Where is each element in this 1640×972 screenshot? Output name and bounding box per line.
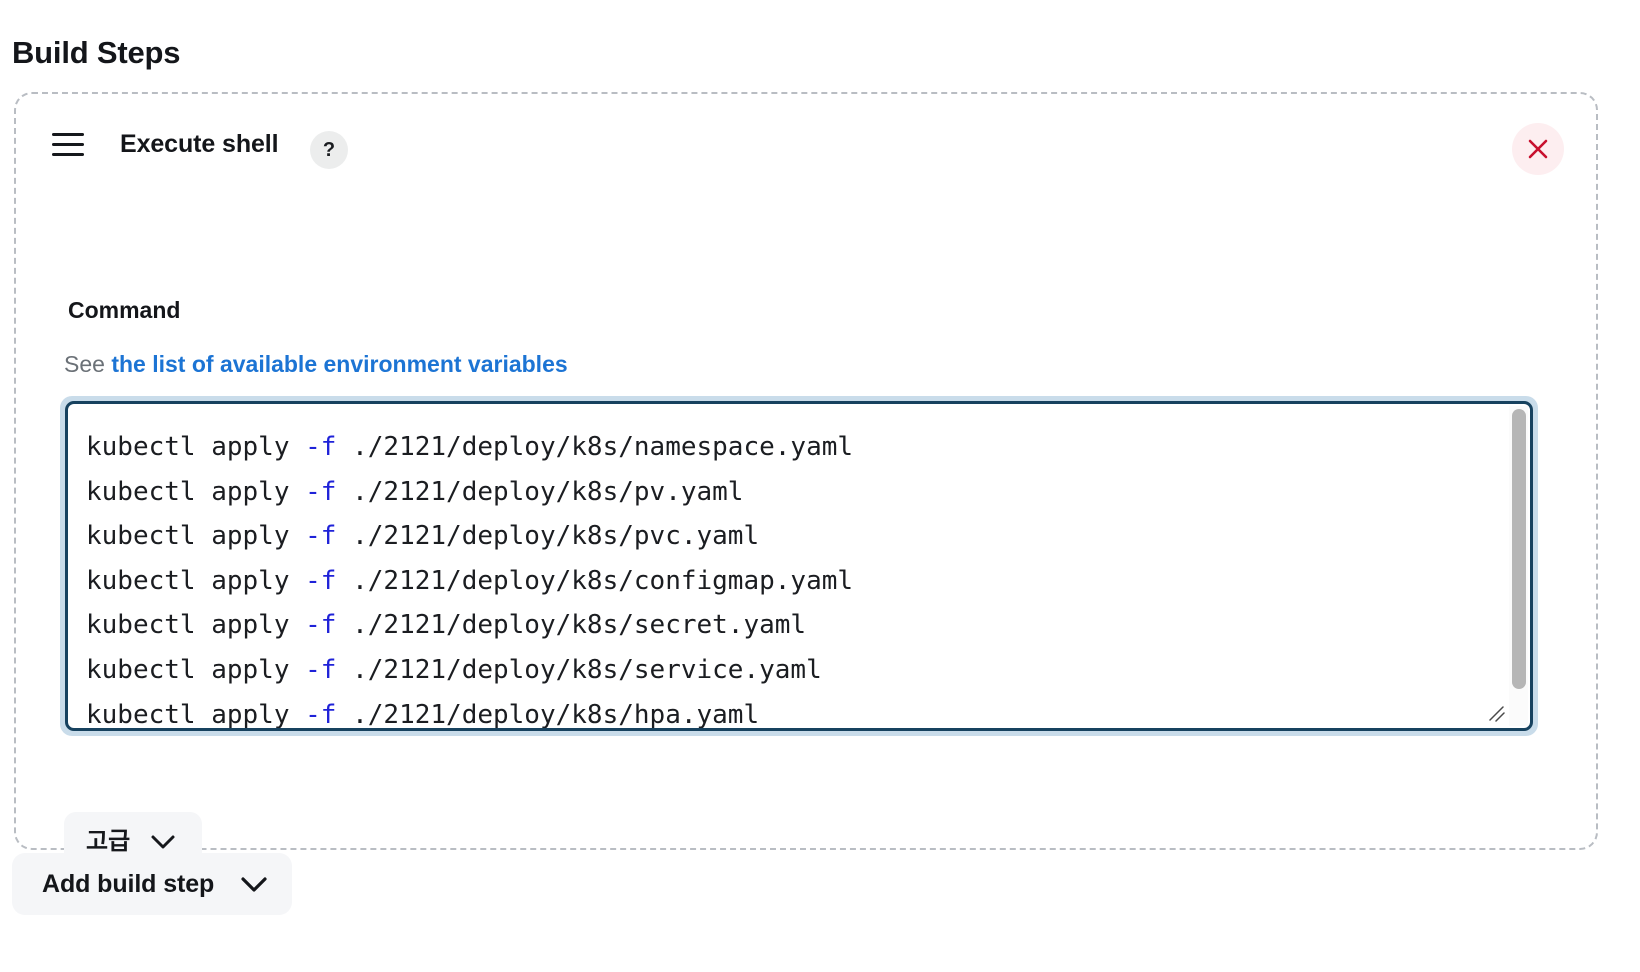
command-flag: -f: [305, 610, 337, 641]
close-icon: [1528, 139, 1548, 159]
drag-line: [52, 132, 84, 136]
chevron-down-icon: [241, 876, 267, 892]
drag-line: [52, 142, 84, 146]
command-textarea[interactable]: kubectl apply -f ./2121/deploy/k8s/names…: [86, 432, 854, 728]
command-field-help: See the list of available environment va…: [64, 348, 568, 380]
build-step-panel: Execute shell Command See the list of av…: [14, 92, 1598, 872]
command-flag: -f: [305, 565, 337, 596]
help-badge[interactable]: ?: [310, 131, 348, 169]
build-step-header: Execute shell: [16, 94, 1596, 204]
command-flag: -f: [305, 521, 337, 552]
add-build-step-label: Add build step: [42, 870, 215, 898]
command-input-box: kubectl apply -f ./2121/deploy/k8s/names…: [65, 401, 1533, 731]
command-scrollbar-thumb[interactable]: [1512, 409, 1526, 689]
command-scrollbar[interactable]: [1509, 406, 1528, 726]
command-flag: -f: [305, 476, 337, 507]
drag-line: [52, 152, 84, 156]
remove-build-step-button[interactable]: [1512, 123, 1564, 175]
chevron-down-icon: [151, 835, 175, 849]
environment-variables-link[interactable]: the list of available environment variab…: [111, 351, 568, 377]
command-flag: -f: [305, 432, 337, 462]
command-flag: -f: [305, 654, 337, 685]
command-flag: -f: [305, 699, 337, 728]
hamburger-drag-icon[interactable]: [52, 129, 90, 159]
page-title: Build Steps: [12, 34, 181, 70]
command-help-prefix: See: [64, 351, 105, 377]
command-field-label: Command: [68, 297, 181, 323]
add-build-step-button[interactable]: Add build step: [12, 853, 293, 915]
advanced-dropdown-label: 고급: [86, 828, 131, 855]
command-input-focus-ring: kubectl apply -f ./2121/deploy/k8s/names…: [60, 396, 1538, 736]
build-step-title: Execute shell: [120, 130, 279, 158]
